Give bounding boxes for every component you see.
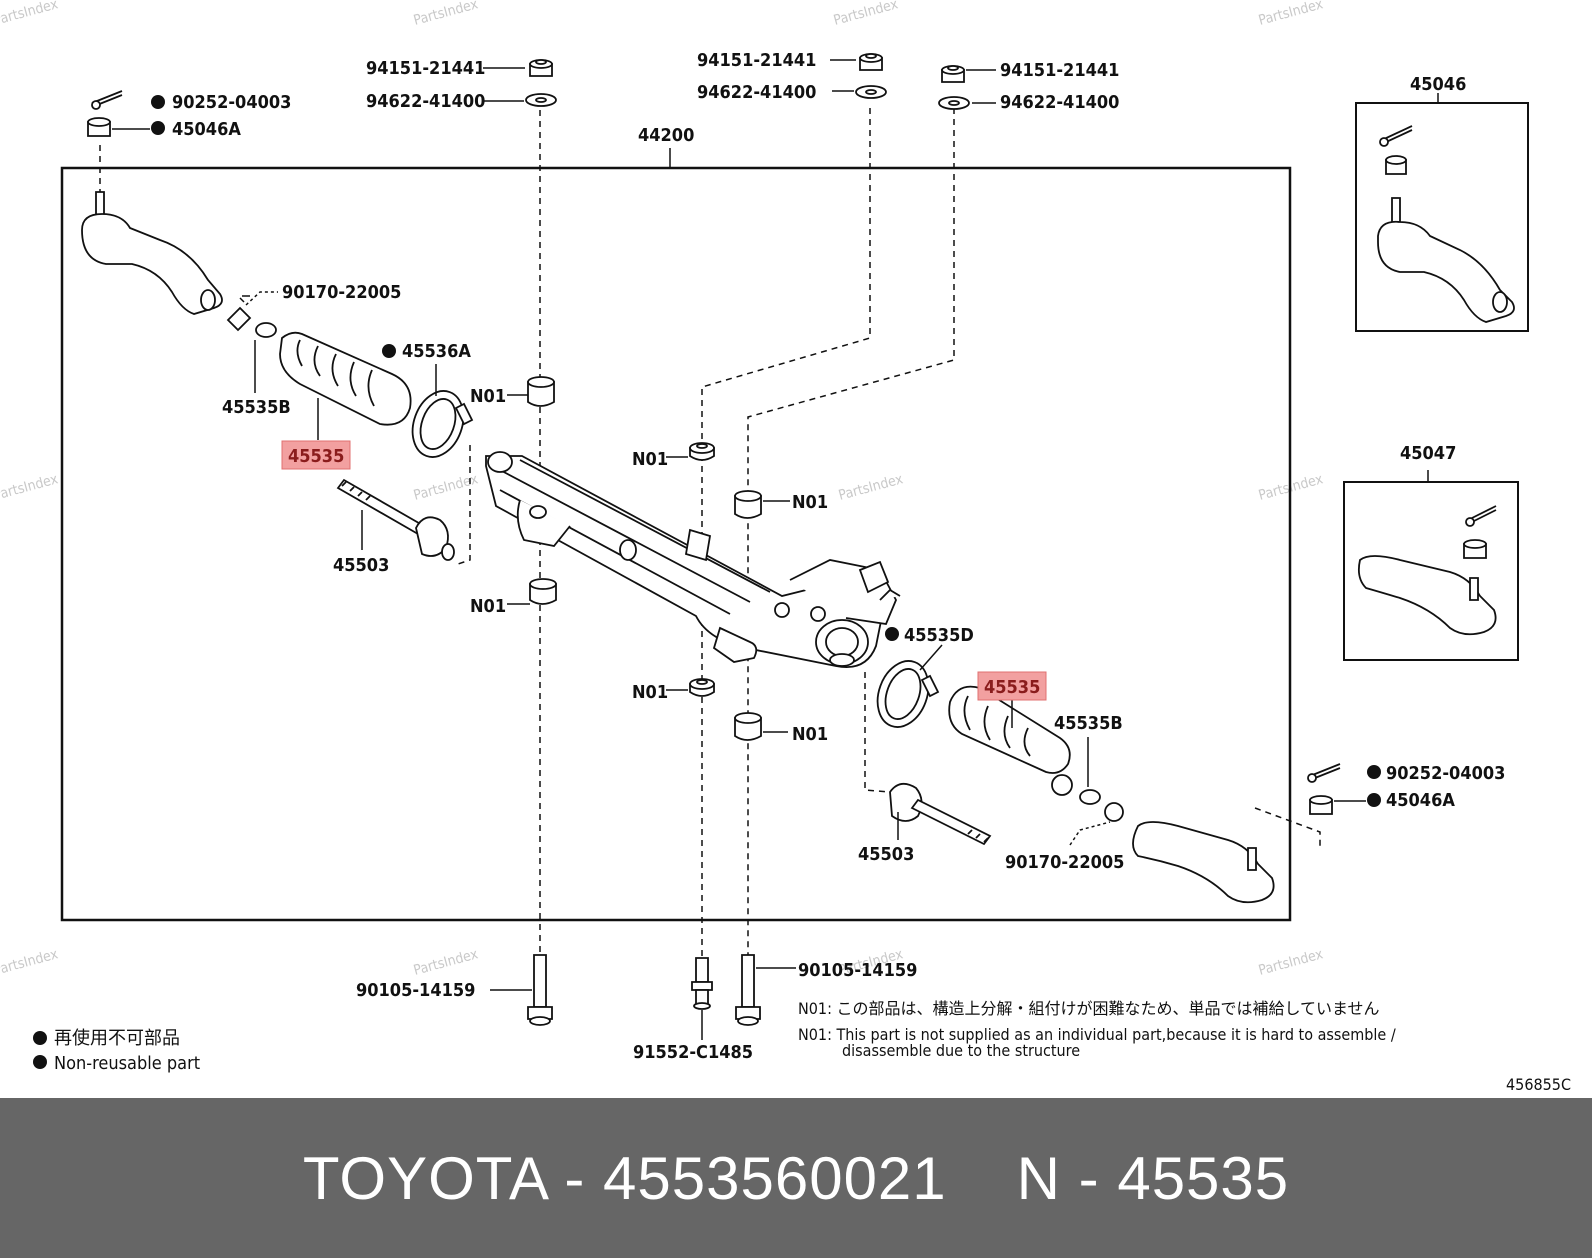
clip-icon [226,306,252,332]
inset-45046-parts [1377,125,1515,323]
watermark: PartsIndex [0,946,60,979]
label-45535: 45535 [984,677,1040,698]
label-45535D: 45535D [904,625,974,646]
steering-rack [485,451,901,668]
bullet-icon [33,1031,47,1045]
boot-icon [948,685,1071,774]
dashed-lines [99,108,1321,965]
label-45503: 45503 [858,844,914,865]
label-91552-C1485: 91552-C1485 [633,1042,753,1063]
inset-box-45046 [1355,102,1529,332]
bolt-icon [741,954,755,1008]
assembly-label: 44200 [638,125,694,146]
note-en-2: disassemble due to the structure [842,1041,1080,1060]
bolt-icon [695,957,709,983]
label-45535B: 45535B [222,397,291,418]
clip-icon [1079,789,1101,805]
watermark: PartsIndex [412,946,480,979]
inset-45047-parts [1357,505,1497,636]
label-90170-22005: 90170-22005 [1005,852,1124,873]
right-tie-rod-end [1132,763,1341,904]
top-fasteners [525,53,970,110]
label-45503: 45503 [333,555,389,576]
label-90170-22005: 90170-22005 [282,282,401,303]
note-en-1: N01: This part is not supplied as an ind… [798,1025,1396,1044]
label-45046A: 45046A [1386,790,1455,811]
footer-part-number: TOYOTA - 4553560021 [302,1144,947,1212]
label-94622-41400: 94622-41400 [366,91,485,112]
label-45046A: 45046A [172,119,241,140]
n01-mounts [527,376,762,741]
highlight-45535-right [977,671,1047,701]
bullet-icon [33,1055,47,1069]
boot-icon [279,331,412,426]
watermark: PartsIndex [412,0,480,29]
watermark: PartsIndex [1257,946,1325,979]
watermarks: PartsIndex PartsIndex PartsIndex PartsIn… [0,0,1325,979]
label-90252-04003: 90252-04003 [172,92,291,113]
watermark: PartsIndex [1257,0,1325,29]
clip-icon [255,322,277,338]
note-jp: N01: この部品は、構造上分解・組付けが困難なため、単品では補給していません [798,999,1380,1018]
parts-diagram: PartsIndex PartsIndex PartsIndex PartsIn… [0,0,1571,1094]
label-94151-21441: 94151-21441 [697,50,816,71]
diagram-code: 456855C [1506,1075,1571,1094]
footer-ref-number: N - 45535 [1016,1144,1290,1212]
label-n01: N01 [792,492,828,513]
right-boot-group [876,660,1124,822]
label-45046: 45046 [1410,74,1466,95]
legend-en: Non-reusable part [54,1053,200,1074]
left-boot-group [226,306,474,458]
label-45535B: 45535B [1054,713,1123,734]
bottom-bolts [527,954,761,1026]
label-90105-14159: 90105-14159 [356,980,475,1001]
watermark: PartsIndex [0,0,60,29]
left-tie-rod-end [81,90,223,315]
label-90105-14159: 90105-14159 [798,960,917,981]
label-n01: N01 [470,386,506,407]
highlight-45535-left [281,440,351,470]
label-n01: N01 [632,449,668,470]
bolt-icon [533,954,547,1008]
label-94151-21441: 94151-21441 [1000,60,1119,81]
watermark: PartsIndex [832,0,900,29]
clip-icon [1104,802,1124,822]
label-90252-04003: 90252-04003 [1386,763,1505,784]
right-inner-rod [889,782,992,846]
left-inner-rod [336,478,455,561]
label-94622-41400: 94622-41400 [697,82,816,103]
label-45047: 45047 [1400,443,1456,464]
label-n01: N01 [632,682,668,703]
label-45536A: 45536A [402,341,471,362]
watermark: PartsIndex [837,471,905,504]
legend-jp: 再使用不可部品 [54,1028,180,1049]
assembly-frame [60,166,1292,922]
label-n01: N01 [470,596,506,617]
watermark: PartsIndex [412,471,480,504]
label-45535: 45535 [288,446,344,467]
label-94622-41400: 94622-41400 [1000,92,1119,113]
label-n01: N01 [792,724,828,745]
part-number-banner: TOYOTA - 4553560021 N - 45535 [0,1098,1592,1258]
label-94151-21441: 94151-21441 [366,58,485,79]
watermark: PartsIndex [0,471,60,504]
inset-box-45047 [1343,481,1519,661]
